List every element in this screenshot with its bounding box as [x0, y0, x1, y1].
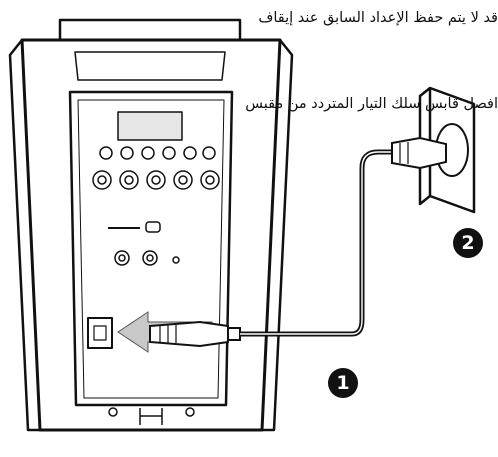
- ac-inlet: [87, 317, 113, 349]
- rear-panel: [68, 90, 234, 407]
- callout-one: 1: [328, 368, 358, 398]
- button-row-1: [99, 146, 216, 160]
- callout-two: 2: [453, 228, 483, 258]
- speaker-handle: [58, 18, 242, 40]
- power-cord: [240, 149, 392, 337]
- instruction-line-2: افصل قابس سلك التيار المتردد من مقبس: [245, 96, 498, 112]
- bottom-details: [108, 407, 195, 425]
- switch: [145, 221, 161, 233]
- speaker-side-left: [8, 39, 40, 432]
- display-window: [117, 111, 183, 141]
- instruction-line-1: قد لا يتم حفظ الإعداد السابق عند إيقاف: [258, 10, 498, 26]
- power-plug: [149, 320, 241, 348]
- speaker-side-right: [262, 39, 294, 432]
- knob-row: [92, 170, 220, 190]
- wall-plug: [391, 136, 447, 170]
- jacks: [114, 250, 180, 266]
